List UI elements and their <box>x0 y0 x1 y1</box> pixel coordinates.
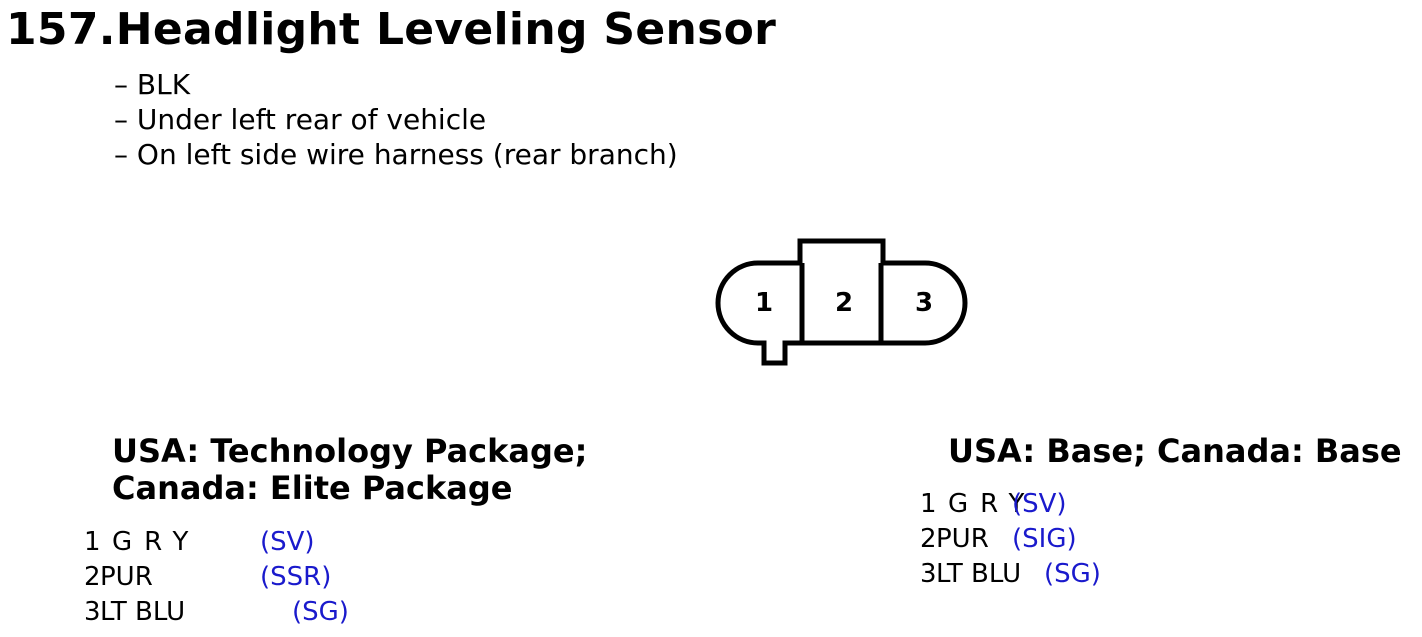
wire-color: GRY <box>948 489 1037 519</box>
note-connector-color: BLK <box>114 67 678 102</box>
connector-face-diagram: 1 2 3 <box>715 238 968 366</box>
connector-housing <box>715 238 968 366</box>
pin-number: 3 <box>84 597 101 627</box>
pin-row: 1 GRY (SV) <box>920 487 1240 522</box>
page-title: 157.Headlight Leveling Sensor <box>6 4 777 55</box>
section-heading-base: USA: Base; Canada: Base <box>948 433 1402 470</box>
signal-name: (SG) <box>292 597 349 627</box>
wire-color: GRY <box>112 527 201 557</box>
pin-list-tech-elite: 1 GRY (SV) 2 PUR (SSR) 3 LT BLU (SG) <box>84 525 404 630</box>
pin-row: 2 PUR (SIG) <box>920 522 1240 557</box>
cavity-label-3: 3 <box>915 288 933 318</box>
wire-color: LT BLU <box>100 597 186 627</box>
note-location: Under left rear of vehicle <box>114 102 678 137</box>
pin-row: 2 PUR (SSR) <box>84 560 404 595</box>
section-heading-line: USA: Base; Canada: Base <box>948 432 1402 470</box>
pin-number: 2 <box>84 562 101 592</box>
pin-number: 3 <box>920 559 937 589</box>
pin-row: 1 GRY (SV) <box>84 525 404 560</box>
pin-list-base: 1 GRY (SV) 2 PUR (SIG) 3 LT BLU (SG) <box>920 487 1240 592</box>
connector-notes: BLK Under left rear of vehicle On left s… <box>114 67 678 172</box>
pin-number: 1 <box>84 527 101 557</box>
wire-color: LT BLU <box>936 559 1022 589</box>
cavity-label-1: 1 <box>755 288 773 318</box>
pin-number: 2 <box>920 524 937 554</box>
section-heading-tech-elite: USA: Technology Package; Canada: Elite P… <box>112 433 587 507</box>
pin-row: 3 LT BLU (SG) <box>920 557 1240 592</box>
wire-color: PUR <box>936 524 989 554</box>
signal-name: (SV) <box>1012 489 1067 519</box>
pin-number: 1 <box>920 489 937 519</box>
section-heading-line: USA: Technology Package; <box>112 432 588 470</box>
cavity-label-2: 2 <box>835 288 853 318</box>
wire-color: PUR <box>100 562 153 592</box>
signal-name: (SV) <box>260 527 315 557</box>
signal-name: (SIG) <box>1012 524 1077 554</box>
note-harness: On left side wire harness (rear branch) <box>114 137 678 172</box>
section-heading-line: Canada: Elite Package <box>112 469 513 507</box>
pin-row: 3 LT BLU (SG) <box>84 595 404 630</box>
signal-name: (SSR) <box>260 562 332 592</box>
signal-name: (SG) <box>1044 559 1101 589</box>
